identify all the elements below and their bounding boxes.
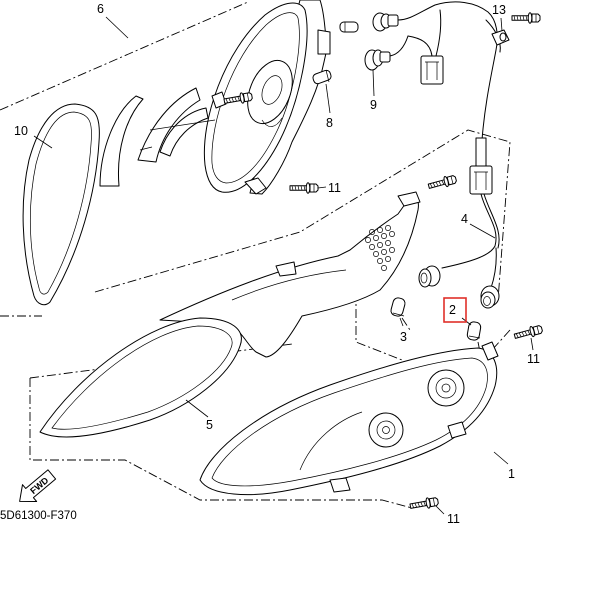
- screw-11-right: [512, 323, 544, 342]
- forward-arrow-icon: FWD: [19, 469, 57, 502]
- cover-vent-holes: [365, 225, 395, 271]
- callout-9: 9: [370, 98, 377, 112]
- callout-10: 10: [14, 124, 28, 138]
- screw-cover-mount: [426, 173, 458, 192]
- callout-1: 1: [508, 467, 515, 481]
- headlight-lens: [22, 103, 100, 306]
- callout-8: 8: [326, 116, 333, 130]
- headlight-bracket: [99, 87, 216, 187]
- callout-5: 5: [206, 418, 213, 432]
- callout-6: 6: [97, 2, 104, 16]
- bulb-socket-upper: [372, 12, 399, 32]
- bulb-socket-9: [364, 35, 409, 71]
- callout-3: 3: [400, 330, 407, 344]
- screw-top-right: [511, 12, 541, 24]
- front-cover: [39, 191, 421, 438]
- screw-11-lower: [408, 495, 440, 512]
- leader-lines: [33, 16, 534, 515]
- callout-11-right: 11: [527, 352, 540, 366]
- callout-4: 4: [461, 212, 468, 226]
- diagram-code: 5D61300-F370: [0, 510, 77, 522]
- callout-11-lower: 11: [447, 512, 460, 526]
- callout-11-upper: 11: [328, 181, 341, 195]
- highlight-box-part-2: [443, 297, 467, 323]
- wire-harness: [397, 1, 501, 309]
- bulb-2: [466, 321, 482, 341]
- bulb-8: [312, 69, 332, 85]
- bulb-3: [390, 297, 406, 317]
- lamp-housing: [199, 341, 499, 496]
- harness-clamp-13: [491, 29, 510, 46]
- callout-13: 13: [492, 3, 506, 17]
- headlight-unit: [203, 0, 331, 195]
- screw-11-upper: [289, 182, 319, 194]
- bulb-upper: [339, 21, 359, 33]
- callout-2: 2: [449, 303, 456, 317]
